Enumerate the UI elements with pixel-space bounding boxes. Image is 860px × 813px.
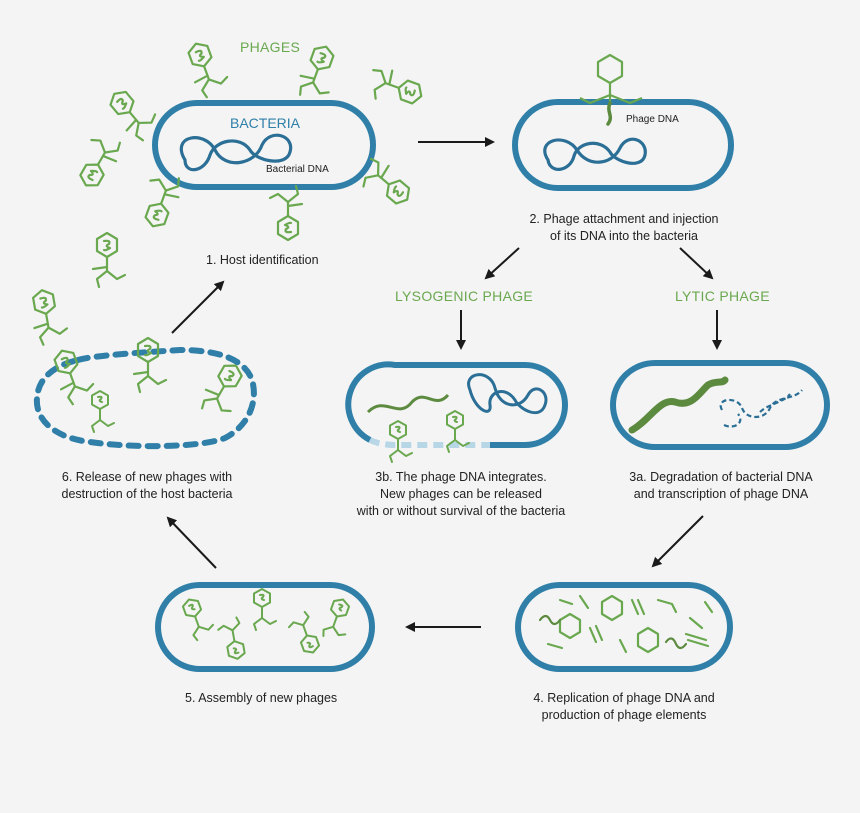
released-phages xyxy=(27,285,253,433)
step-2-label: 2. Phage attachment and injection of its… xyxy=(514,211,734,245)
step-5-label: 5. Assembly of new phages xyxy=(185,691,338,705)
step-3a-line-1: 3a. Degradation of bacterial DNA xyxy=(629,470,813,484)
ruptured-cell-wall xyxy=(33,346,257,450)
arrow-2-to-lytic xyxy=(679,247,714,280)
step-6-line-1: 6. Release of new phages with xyxy=(61,470,233,484)
assembly-cell xyxy=(155,582,375,672)
replication-cell xyxy=(515,582,733,672)
lytic-phage-label: LYTIC PHAGE xyxy=(675,288,770,304)
released-phage-a xyxy=(389,420,413,463)
lysogenic-cell-wall-broken xyxy=(368,437,490,448)
step-3a-label: 3a. Degradation of bacterial DNA and tra… xyxy=(614,469,828,503)
phages-label: PHAGES xyxy=(240,39,301,55)
step-2-line-2: of its DNA into the bacteria xyxy=(550,229,698,243)
phage-dna-thick xyxy=(628,376,729,434)
step-4-line-2: production of phage elements xyxy=(541,708,707,722)
degraded-bacterial-dna xyxy=(719,389,803,428)
phage-dna-strand xyxy=(606,101,613,126)
lysogenic-cell-wall xyxy=(345,361,568,448)
arrow-5-to-6 xyxy=(166,516,217,569)
step-3a-line-2: and transcription of phage DNA xyxy=(633,487,809,501)
bacterial-dna-coil-stage2 xyxy=(543,137,647,171)
step-6-label: 6. Release of new phages with destructio… xyxy=(53,469,241,503)
step-6-line-2: destruction of the host bacteria xyxy=(61,487,233,501)
bacterial-dna-coil xyxy=(179,133,293,172)
step-3b-line-2: New phages can be released xyxy=(380,487,542,501)
step-4-label: 4. Replication of phage DNA and producti… xyxy=(522,690,726,724)
phage-dna-label: Phage DNA xyxy=(626,114,679,125)
step-2-line-1: 2. Phage attachment and injection xyxy=(529,212,719,226)
arrow-6-to-1 xyxy=(171,280,225,334)
lysogenic-phage-label: LYSOGENIC PHAGE xyxy=(395,288,534,304)
arrow-3a-to-4 xyxy=(651,515,704,568)
step-3b-line-1: 3b. The phage DNA integrates. xyxy=(375,470,547,484)
host-bacteria-cell xyxy=(152,100,376,190)
lytic-bacteria-cell xyxy=(610,360,830,450)
step-3b-label: 3b. The phage DNA integrates. New phages… xyxy=(350,469,572,520)
phage-elements xyxy=(538,594,714,654)
bacterial-dna-coil-stage3b xyxy=(467,373,548,415)
step-3b-line-3: with or without survival of the bacteria xyxy=(356,504,566,518)
bacteria-label: BACTERIA xyxy=(230,115,301,131)
bacterial-dna-label: Bacterial DNA xyxy=(266,164,329,175)
step-1-label: 1. Host identification xyxy=(206,253,319,267)
step-4-line-1: 4. Replication of phage DNA and xyxy=(533,691,715,705)
injecting-phage xyxy=(579,53,643,105)
integrated-phage-dna xyxy=(366,393,450,414)
arrow-2-to-lysogenic xyxy=(484,247,520,280)
